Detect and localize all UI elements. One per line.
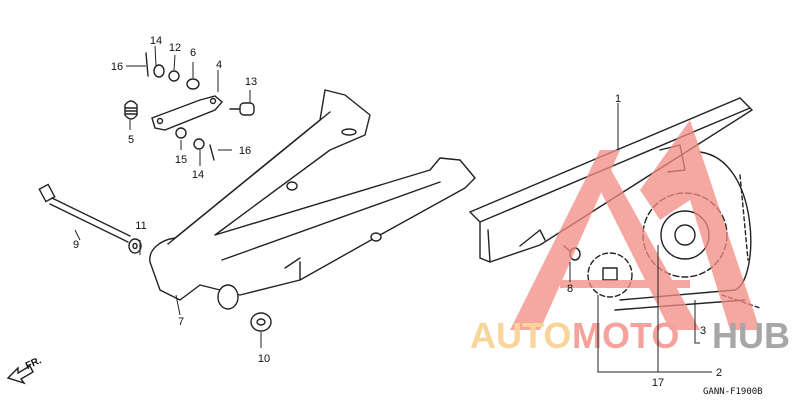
callout-16-left: 16	[111, 61, 123, 73]
torque-link-parts	[124, 52, 255, 161]
callout-7: 7	[178, 316, 184, 328]
callout-4: 4	[216, 59, 222, 71]
drawing-code: GANN-F1900B	[703, 387, 763, 397]
callout-17: 17	[652, 377, 664, 389]
callout-10: 10	[258, 353, 270, 365]
front-direction-arrow: FR.	[6, 355, 43, 385]
callout-1: 1	[615, 93, 621, 105]
front-label: FR.	[24, 355, 43, 372]
callout-8: 8	[567, 283, 573, 295]
watermark-logo: AUTO MOTO HUB	[470, 120, 790, 356]
leader-lines	[74, 45, 712, 373]
watermark-auto: AUTO	[470, 315, 571, 356]
watermark-hub: HUB	[712, 315, 790, 356]
callout-14-bottom: 14	[192, 169, 204, 181]
callout-9: 9	[73, 239, 79, 251]
swingarm	[149, 89, 476, 310]
drive-sprocket	[587, 252, 633, 298]
callout-6: 6	[190, 47, 196, 59]
callout-14-top: 14	[150, 35, 162, 47]
callout-13: 13	[245, 76, 257, 88]
callout-12: 12	[169, 42, 181, 54]
callout-15: 15	[175, 154, 187, 166]
callout-3: 3	[700, 325, 706, 337]
callout-5: 5	[128, 134, 134, 146]
pivot-bolt	[38, 183, 142, 254]
pivot-nut	[250, 312, 272, 332]
callout-labels: 1 2 3 4 5 6 7 8 9 10 11 12 13 14 14 15 1…	[73, 35, 722, 389]
callout-2: 2	[716, 367, 722, 379]
callout-16-right: 16	[239, 145, 251, 157]
callout-11: 11	[135, 220, 146, 232]
watermark-moto: MOTO	[572, 315, 679, 356]
